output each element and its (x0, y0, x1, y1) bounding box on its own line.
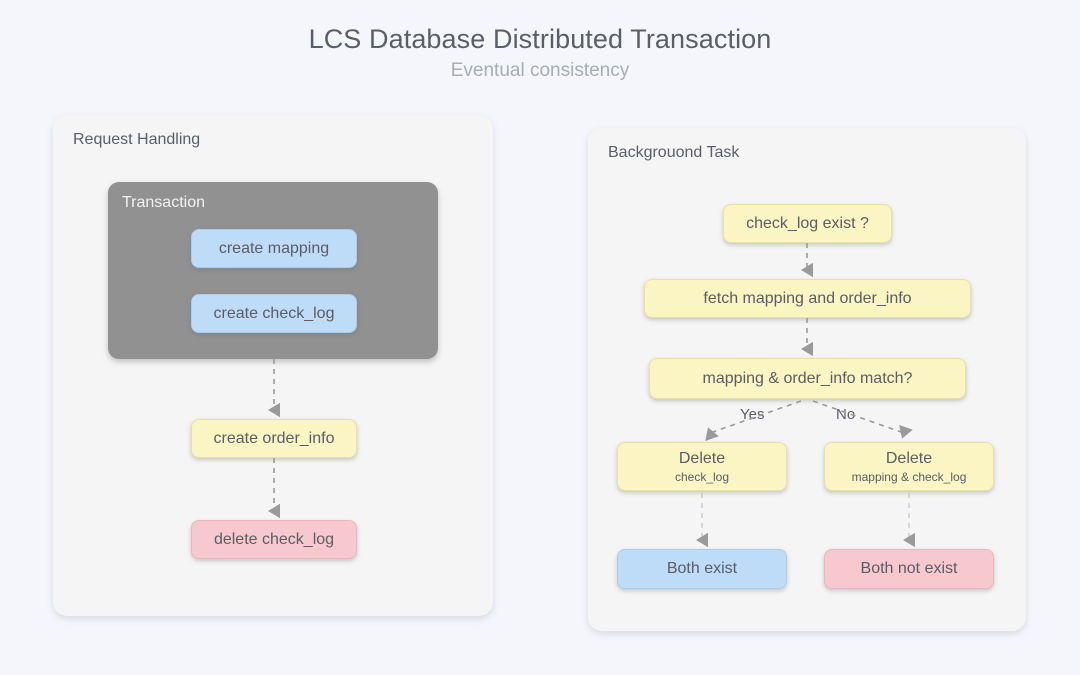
edge-match-to-delete-no (812, 400, 913, 439)
edge-label-yes: Yes (740, 406, 765, 423)
node-create-order-info[interactable]: create order_info (191, 419, 357, 458)
node-both-not-exist[interactable]: Both not exist (824, 549, 994, 589)
node-create-mapping-label: create mapping (218, 239, 330, 257)
node-delete-yes-label: Delete (678, 449, 726, 467)
node-match-label: mapping & order_info match? (702, 369, 913, 387)
node-check-log-exist-label: check_log exist ? (746, 214, 869, 232)
page-title: LCS Database Distributed Transaction (308, 24, 772, 54)
node-both-exist[interactable]: Both exist (617, 549, 787, 589)
node-fetch-label: fetch mapping and order_info (703, 289, 912, 307)
node-both-not-exist-label: Both not exist (860, 560, 958, 577)
node-create-order-info-label: create order_info (213, 429, 335, 447)
transaction-group-label: Transaction (122, 194, 205, 211)
node-create-mapping[interactable]: create mapping (191, 229, 357, 268)
node-delete-no-label: Delete (885, 449, 933, 467)
node-delete-check-log-label: delete check_log (213, 530, 335, 548)
panel-background-task-label: Backgrouond Task (608, 144, 740, 161)
node-check-log-exist[interactable]: check_log exist ? (723, 204, 892, 243)
page-subtitle: Eventual consistency (450, 60, 630, 81)
panel-request-handling: Request Handling Transaction create mapp… (53, 115, 493, 616)
node-delete-check-log[interactable]: delete check_log (191, 520, 357, 559)
node-delete-no-sublabel: mapping & check_log (851, 469, 967, 484)
node-both-exist-label: Both exist (666, 560, 738, 577)
node-mapping-order-info-match[interactable]: mapping & order_info match? (649, 358, 966, 399)
node-delete-yes-sublabel: check_log (674, 469, 730, 484)
node-delete-mapping-check-log-no[interactable]: Delete mapping & check_log (824, 442, 994, 491)
edge-label-no: No (836, 406, 856, 423)
panel-background-task: Backgrouond Task check_log exist ? fetch… (588, 128, 1026, 631)
diagram-header: LCS Database Distributed Transaction Eve… (0, 0, 1080, 84)
panel-request-handling-label: Request Handling (73, 131, 201, 148)
node-create-check-log-label: create check_log (213, 304, 335, 322)
node-delete-check-log-yes[interactable]: Delete check_log (617, 442, 787, 491)
node-fetch-mapping-and-order-info[interactable]: fetch mapping and order_info (644, 279, 971, 318)
node-create-check-log[interactable]: create check_log (191, 294, 357, 333)
